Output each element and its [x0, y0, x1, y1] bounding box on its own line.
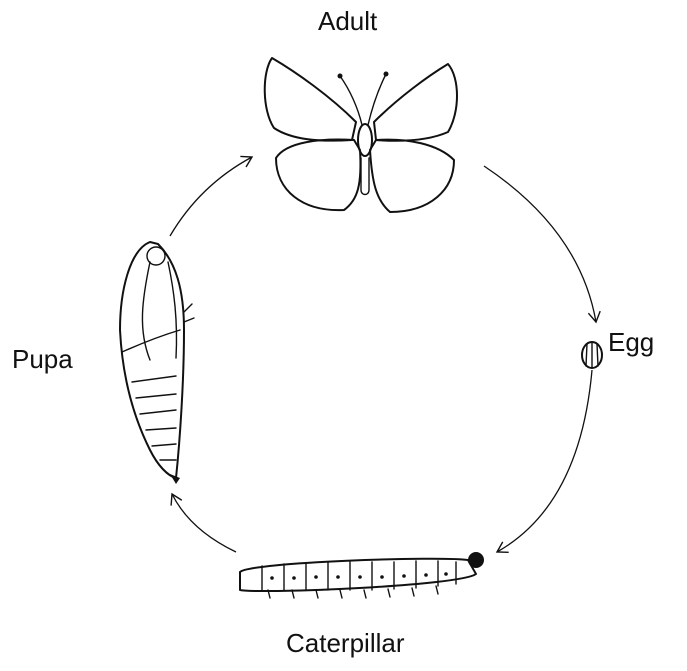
arrow-adult-to-egg — [484, 166, 596, 322]
arrow-pupa-to-adult — [170, 157, 252, 236]
stage-label-adult: Adult — [318, 6, 377, 36]
butterfly-icon — [265, 58, 457, 212]
pupa-icon — [120, 242, 194, 484]
arrow-caterpillar-to-pupa — [172, 494, 236, 552]
stage-label-egg: Egg — [608, 327, 654, 357]
caterpillar-icon — [240, 552, 484, 598]
stage-label-caterpillar: Caterpillar — [286, 628, 405, 658]
egg-icon — [582, 342, 602, 368]
arrow-egg-to-caterpillar — [497, 370, 592, 552]
stage-label-pupa: Pupa — [12, 344, 73, 374]
